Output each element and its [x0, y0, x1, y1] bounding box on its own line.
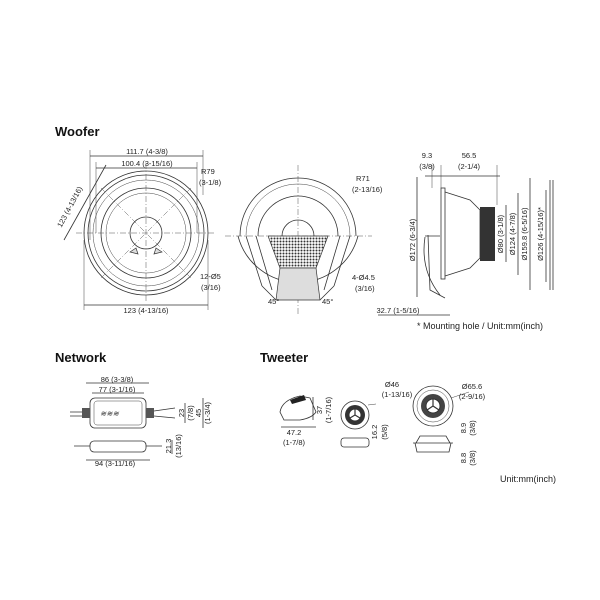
dim-8-9-inch: (3/8) [468, 420, 477, 436]
dim-r71-inch: (2-13/16) [352, 185, 383, 194]
tweeter-title: Tweeter [260, 350, 308, 365]
dim-r79-inch: (3-1/8) [199, 178, 222, 187]
dim-32-7: 32.7 (1-5/16) [377, 306, 420, 315]
dim-r79: R79 [201, 167, 215, 176]
dim-dia-159-8: Ø159.8 (6-5/16) [520, 207, 529, 260]
woofer-unit-note: * Mounting hole / Unit:mm(inch) [417, 321, 543, 331]
dim-12-holes-inch: (3/16) [201, 283, 221, 292]
dim-8-8: 8.8 [459, 453, 468, 463]
dim-8-8-inch: (3/8) [468, 450, 477, 466]
svg-text:≋≋≋: ≋≋≋ [100, 409, 120, 418]
dim-16-2: 16.2 [370, 425, 379, 440]
network-title: Network [55, 350, 107, 365]
dim-37: 37 [315, 406, 324, 414]
dim-21-3-inch: (13/16) [174, 434, 183, 458]
dim-12-holes: 12-Ø5 [200, 272, 221, 281]
dim-47-2: 47.2 [287, 428, 302, 437]
dim-d46-inch: (1-13/16) [382, 390, 413, 399]
dim-dia-126: Ø126 (4-15/16)* [536, 207, 545, 261]
dim-45-inch: (1-3/4) [203, 401, 212, 424]
dim-16-2-inch: (5/8) [380, 424, 389, 440]
dim-77: 77 (3-1/16) [99, 385, 136, 394]
dim-angle-left: 45° [268, 297, 279, 306]
dim-37-inch: (1-7/16) [324, 396, 333, 423]
dim-21-3: 21.3 [164, 439, 173, 454]
dim-dia-124: Ø124 (4-7/8) [508, 212, 517, 255]
dim-94: 94 (3-11/16) [95, 459, 136, 468]
dim-100-4: 100.4 (3-15/16) [121, 159, 173, 168]
dim-56-5-inch: (2-1/4) [458, 162, 481, 171]
dim-23: 23 [177, 409, 186, 417]
unit-note: Unit:mm(inch) [500, 474, 556, 484]
dim-angle-right: 45° [322, 297, 333, 306]
dim-dia-172: Ø172 (6-3/4) [408, 218, 417, 261]
network-drawing: ≋≋≋ [70, 382, 204, 461]
dim-111-7: 111.7 (4-3/8) [126, 147, 168, 156]
dim-d65-6: Ø65.6 [462, 382, 482, 391]
woofer-rear-view [225, 165, 372, 315]
tweeter-drawing [279, 385, 470, 453]
dim-8-9: 8.9 [459, 423, 468, 433]
dim-dia-80: Ø80 (3-1/8) [496, 214, 505, 253]
woofer-title: Woofer [55, 124, 100, 139]
dim-diag-123: 123 (4-13/16) [55, 184, 84, 228]
dim-86: 86 (3-3/8) [101, 375, 134, 384]
dim-9-3-inch: (3/8) [419, 162, 435, 171]
dim-d46: Ø46 [385, 380, 399, 389]
dim-123-bottom: 123 (4-13/16) [123, 306, 169, 315]
dim-4-holes: 4-Ø4.5 [352, 273, 375, 282]
dim-56-5: 56.5 [462, 151, 477, 160]
dim-45: 45 [194, 409, 203, 417]
woofer-side-view [378, 165, 554, 316]
dim-47-2-inch: (1-7/8) [283, 438, 306, 447]
dim-4-holes-inch: (3/16) [355, 284, 375, 293]
dim-d65-6-inch: (2-9/16) [459, 392, 486, 401]
dim-23-inch: (7/8) [186, 405, 195, 421]
dim-r71: R71 [356, 174, 370, 183]
dim-9-3: 9.3 [422, 151, 432, 160]
woofer-front-view [63, 150, 216, 310]
